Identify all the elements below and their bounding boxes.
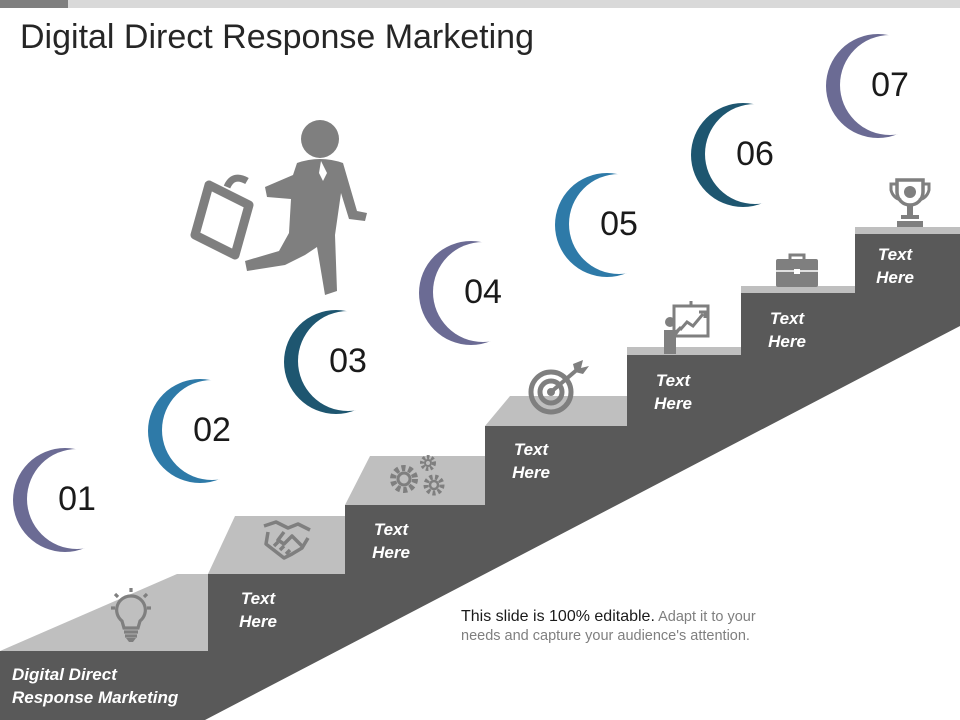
step-number: 04 (464, 273, 502, 311)
step-text-line1: Text (513, 440, 549, 459)
slide-title: Digital Direct Response Marketing (20, 18, 534, 56)
step-text-line2: Here (239, 612, 277, 631)
presentation-icon (664, 301, 710, 354)
base-label-line1: Digital Direct (12, 665, 117, 684)
editable-note: This slide is 100% editable. Adapt it to… (461, 607, 781, 646)
step-number: 01 (58, 480, 96, 518)
staircase-body (0, 234, 960, 720)
step-text-6: Text Here (854, 243, 936, 289)
note-body: Adapt it to your needs and capture your … (461, 609, 756, 644)
step-text-5: Text Here (746, 307, 828, 353)
step-circle-06: 06 (691, 103, 805, 207)
top-accent-bar (0, 0, 960, 8)
businessman-walking-icon (190, 120, 367, 295)
step-top-1 (0, 574, 208, 651)
top-accent-bar-dark (0, 0, 68, 8)
step-top-7 (855, 227, 960, 234)
circle-disk (298, 311, 398, 411)
step-circle-01: 01 (13, 448, 127, 552)
step-circle-05: 05 (555, 173, 669, 277)
step-text-line2: Here (372, 543, 410, 562)
step-top-5 (627, 347, 741, 355)
base-label-line2: Response Marketing (12, 688, 179, 707)
step-number: 02 (193, 411, 231, 449)
circle-disk (162, 380, 262, 480)
step-number: 06 (736, 135, 774, 173)
step-text-line1: Text (373, 520, 409, 539)
step-text-line2: Here (654, 394, 692, 413)
step-number: 05 (600, 205, 638, 243)
step-text-2: Text Here (350, 518, 432, 564)
base-label: Digital Direct Response Marketing (12, 663, 178, 709)
step-circle-03: 03 (284, 310, 398, 414)
briefcase-icon (776, 253, 818, 287)
target-icon (528, 360, 589, 415)
step-text-line2: Here (512, 463, 550, 482)
step-text-line1: Text (655, 371, 691, 390)
step-text-4: Text Here (632, 369, 714, 415)
step-text-line1: Text (877, 245, 913, 264)
gears-icon (390, 455, 445, 496)
step-number: 03 (329, 342, 367, 380)
note-lead: This slide is 100% editable. (461, 608, 655, 625)
circle-disk (433, 242, 533, 342)
circle-disk (840, 35, 940, 135)
circle-disk (705, 104, 805, 204)
circle-disk (27, 449, 127, 549)
step-text-line2: Here (876, 268, 914, 287)
step-number: 07 (871, 66, 909, 104)
step-circle-02: 02 (148, 379, 262, 483)
step-top-6 (741, 286, 855, 293)
circle-disk (569, 174, 669, 274)
step-text-line2: Here (768, 332, 806, 351)
step-circle-04: 04 (419, 241, 533, 345)
step-text-line1: Text (240, 589, 276, 608)
lightbulb-icon (111, 588, 151, 642)
step-text-3: Text Here (490, 438, 572, 484)
handshake-icon (263, 520, 311, 560)
trophy-icon (889, 178, 931, 227)
step-circle-07: 07 (826, 34, 940, 138)
step-text-line1: Text (769, 309, 805, 328)
step-text-1: Text Here (217, 587, 299, 633)
